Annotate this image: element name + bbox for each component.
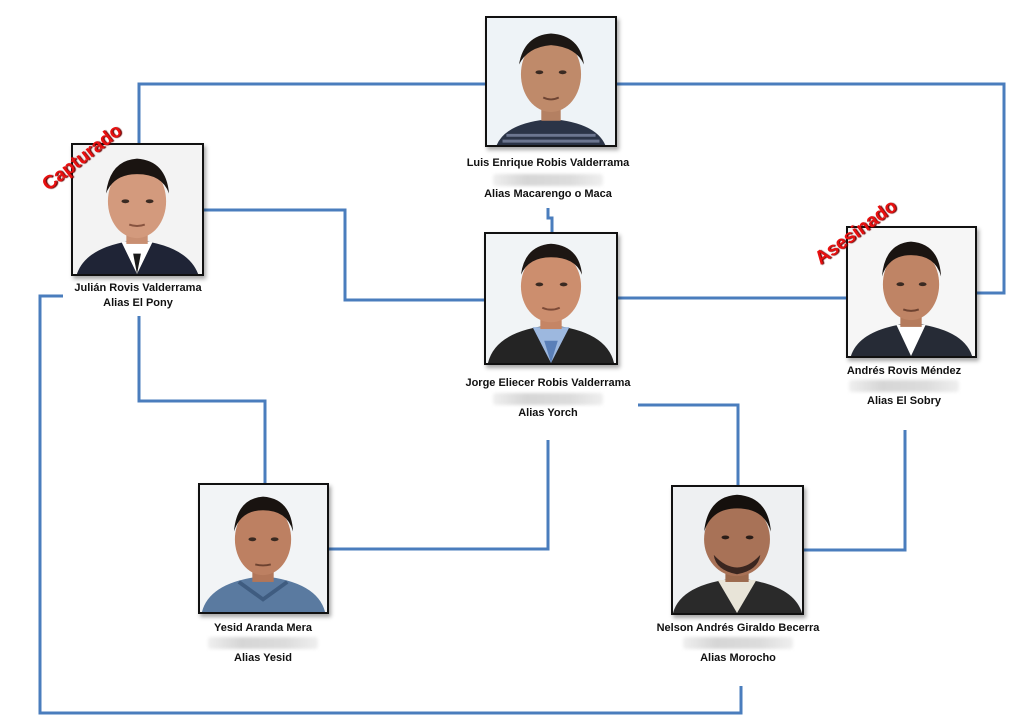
name-jorge: Jorge Eliecer Robis Valderrama: [465, 377, 631, 389]
alias-julian: Alias El Pony: [103, 297, 173, 309]
redacted-id-yesid: [208, 637, 318, 649]
portrait-icon: [848, 228, 975, 356]
redacted-id-andres: [849, 380, 959, 392]
name-luis: Luis Enrique Robis Valderrama: [466, 157, 630, 169]
photo-andres: [846, 226, 977, 358]
connector-luis-andres: [617, 82, 1006, 295]
portrait-icon: [200, 485, 327, 612]
alias-luis: Alias Macarengo o Maca: [484, 188, 612, 200]
name-yesid: Yesid Aranda Mera: [213, 622, 313, 634]
name-andres: Andrés Rovis Méndez: [846, 365, 962, 377]
portrait-icon: [673, 487, 802, 613]
name-julian: Julián Rovis Valderrama: [74, 282, 202, 294]
alias-andres: Alias El Sobry: [867, 395, 941, 407]
photo-yesid: [198, 483, 329, 614]
portrait-icon: [486, 234, 616, 363]
connector-julian-jorge: [204, 208, 484, 302]
portrait-icon: [487, 18, 615, 145]
photo-jorge: [484, 232, 618, 365]
portrait-icon: [73, 145, 202, 274]
alias-nelson: Alias Morocho: [700, 652, 776, 664]
alias-jorge: Alias Yorch: [518, 407, 578, 419]
connector-julian-yesid: [137, 316, 267, 483]
alias-yesid: Alias Yesid: [234, 652, 292, 664]
connector-andres-nelson: [804, 430, 907, 552]
photo-luis: [485, 16, 617, 147]
redacted-id-luis: [493, 174, 603, 186]
redacted-id-jorge: [493, 393, 603, 405]
connector-luis-julian: [137, 82, 485, 143]
redacted-id-nelson: [683, 637, 793, 649]
connector-julian-nelson: [38, 294, 743, 715]
photo-julian: [71, 143, 204, 276]
connector-jorge-nelson: [638, 403, 740, 485]
photo-nelson: [671, 485, 804, 615]
name-nelson: Nelson Andrés Giraldo Becerra: [656, 622, 820, 634]
connector-luis-jorge: [546, 208, 554, 232]
connector-jorge-yesid: [329, 440, 550, 551]
